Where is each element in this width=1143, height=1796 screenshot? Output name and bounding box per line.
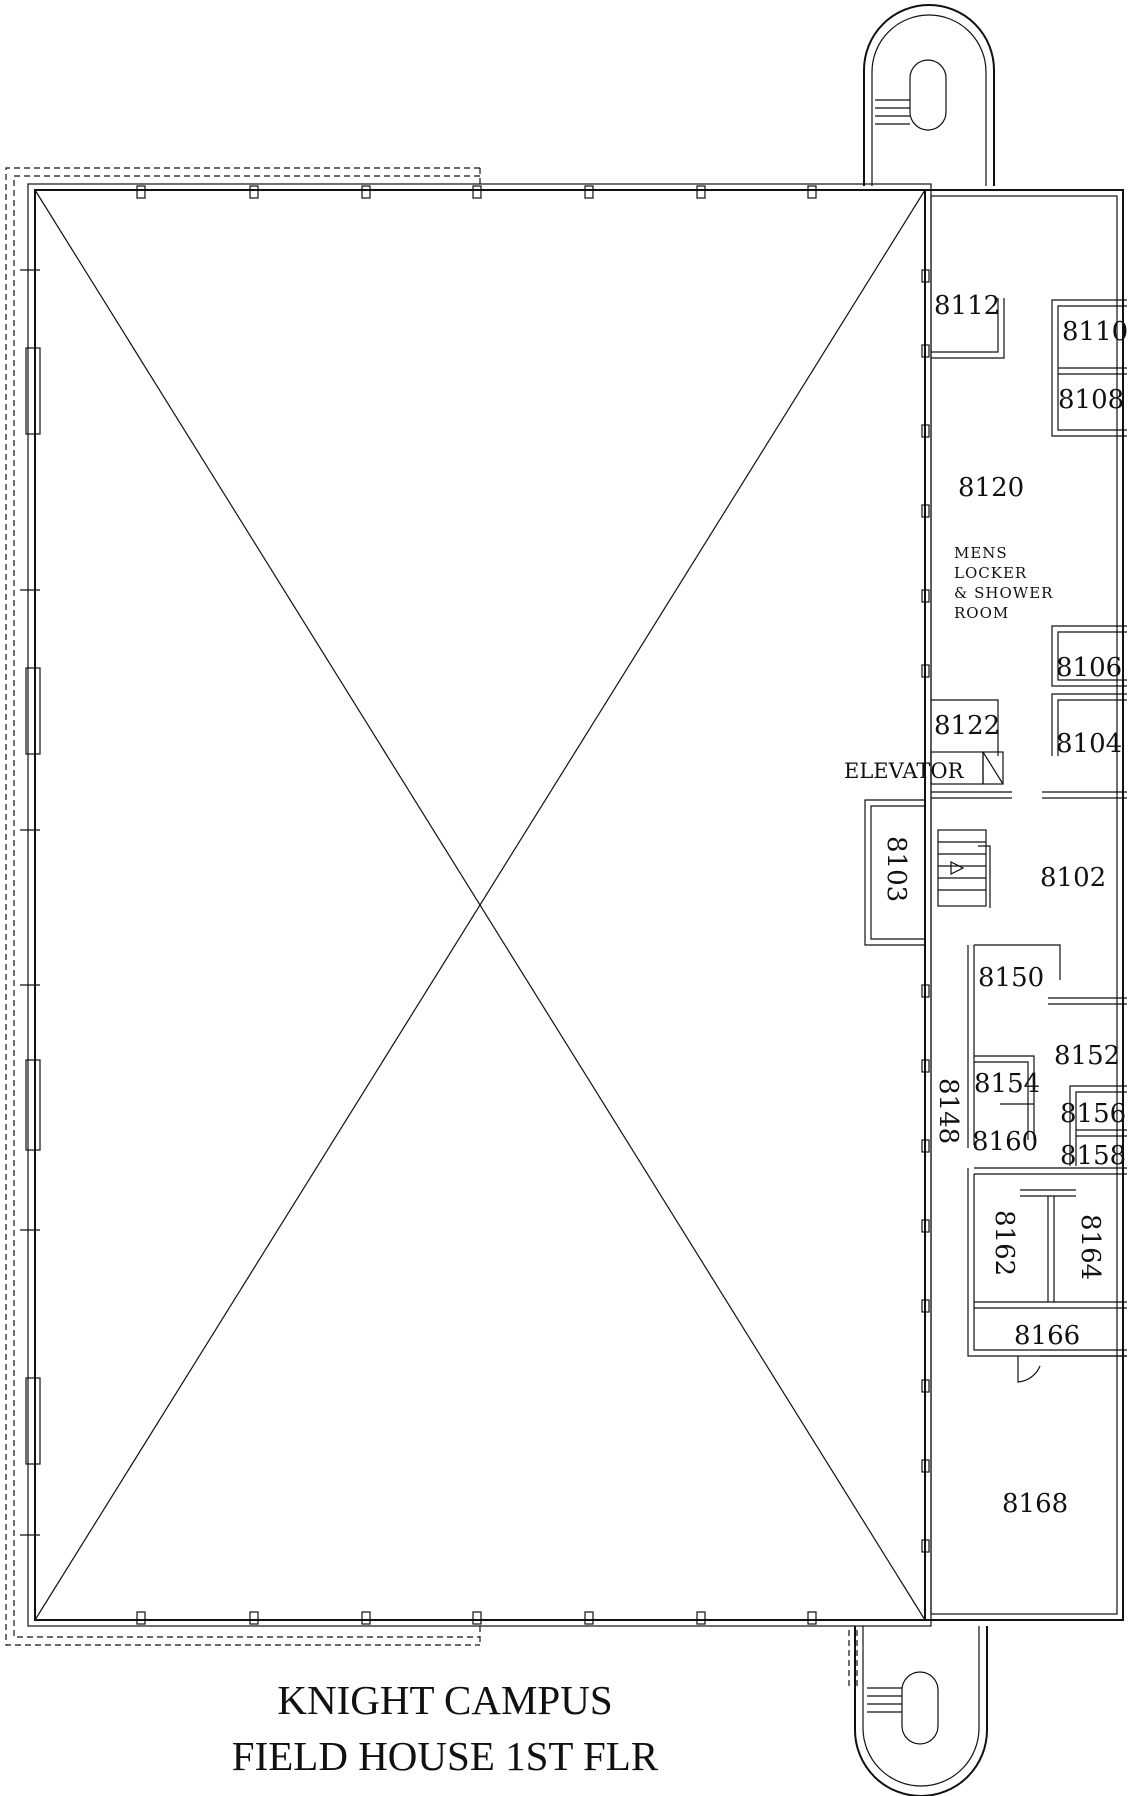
room-8164-label: 8164 bbox=[1075, 1214, 1105, 1280]
room-8122-label: 8122 bbox=[934, 711, 1000, 741]
room-8162-label: 8162 bbox=[989, 1210, 1019, 1276]
gym-diagonal-2 bbox=[34, 189, 926, 1621]
support-building bbox=[924, 189, 1124, 1621]
south-stair-tower bbox=[848, 1626, 988, 1796]
room-8102-label: 8102 bbox=[1040, 863, 1106, 893]
plan-title: KNIGHT CAMPUS FIELD HOUSE 1ST FLR bbox=[232, 1677, 659, 1779]
room-8166-label: 8166 bbox=[1014, 1321, 1080, 1351]
room-8168-label: 8168 bbox=[1002, 1489, 1068, 1519]
elevator-label: ELEVATOR bbox=[844, 759, 965, 783]
room-8160-label: 8160 bbox=[972, 1127, 1038, 1157]
room-8148-label: 8148 bbox=[933, 1078, 963, 1144]
room-8158-label: 8158 bbox=[1060, 1141, 1126, 1171]
north-stair-tower bbox=[863, 4, 995, 186]
west-canopy bbox=[5, 167, 481, 1646]
room-labels: 8112 8110 8108 8120 MENS LOCKER & SHOWER… bbox=[844, 291, 1128, 1519]
room-8150-label: 8150 bbox=[978, 963, 1044, 993]
room-8108-label: 8108 bbox=[1058, 385, 1124, 415]
mens-locker-label-line2: LOCKER bbox=[954, 564, 1027, 582]
mens-locker-label-line1: MENS bbox=[954, 544, 1008, 562]
room-8152-label: 8152 bbox=[1054, 1041, 1120, 1071]
room-8112-label: 8112 bbox=[934, 291, 1000, 321]
room-8103-label: 8103 bbox=[881, 836, 911, 902]
title-line-2: FIELD HOUSE 1ST FLR bbox=[232, 1733, 659, 1779]
room-8110-label: 8110 bbox=[1062, 317, 1128, 347]
mens-locker-label-line4: ROOM bbox=[954, 604, 1009, 622]
room-8156-label: 8156 bbox=[1060, 1099, 1126, 1129]
west-wall-panels bbox=[20, 269, 41, 1536]
room-8120-label: 8120 bbox=[958, 473, 1024, 503]
room-8104-label: 8104 bbox=[1056, 729, 1122, 759]
column-markers bbox=[136, 185, 817, 1625]
mens-locker-label-line3: & SHOWER bbox=[954, 584, 1053, 602]
room-8154-label: 8154 bbox=[974, 1069, 1040, 1099]
room-8106-label: 8106 bbox=[1056, 653, 1122, 683]
interior-walls bbox=[864, 269, 1127, 1553]
gym-hall bbox=[27, 183, 932, 1627]
title-line-1: KNIGHT CAMPUS bbox=[277, 1677, 612, 1723]
